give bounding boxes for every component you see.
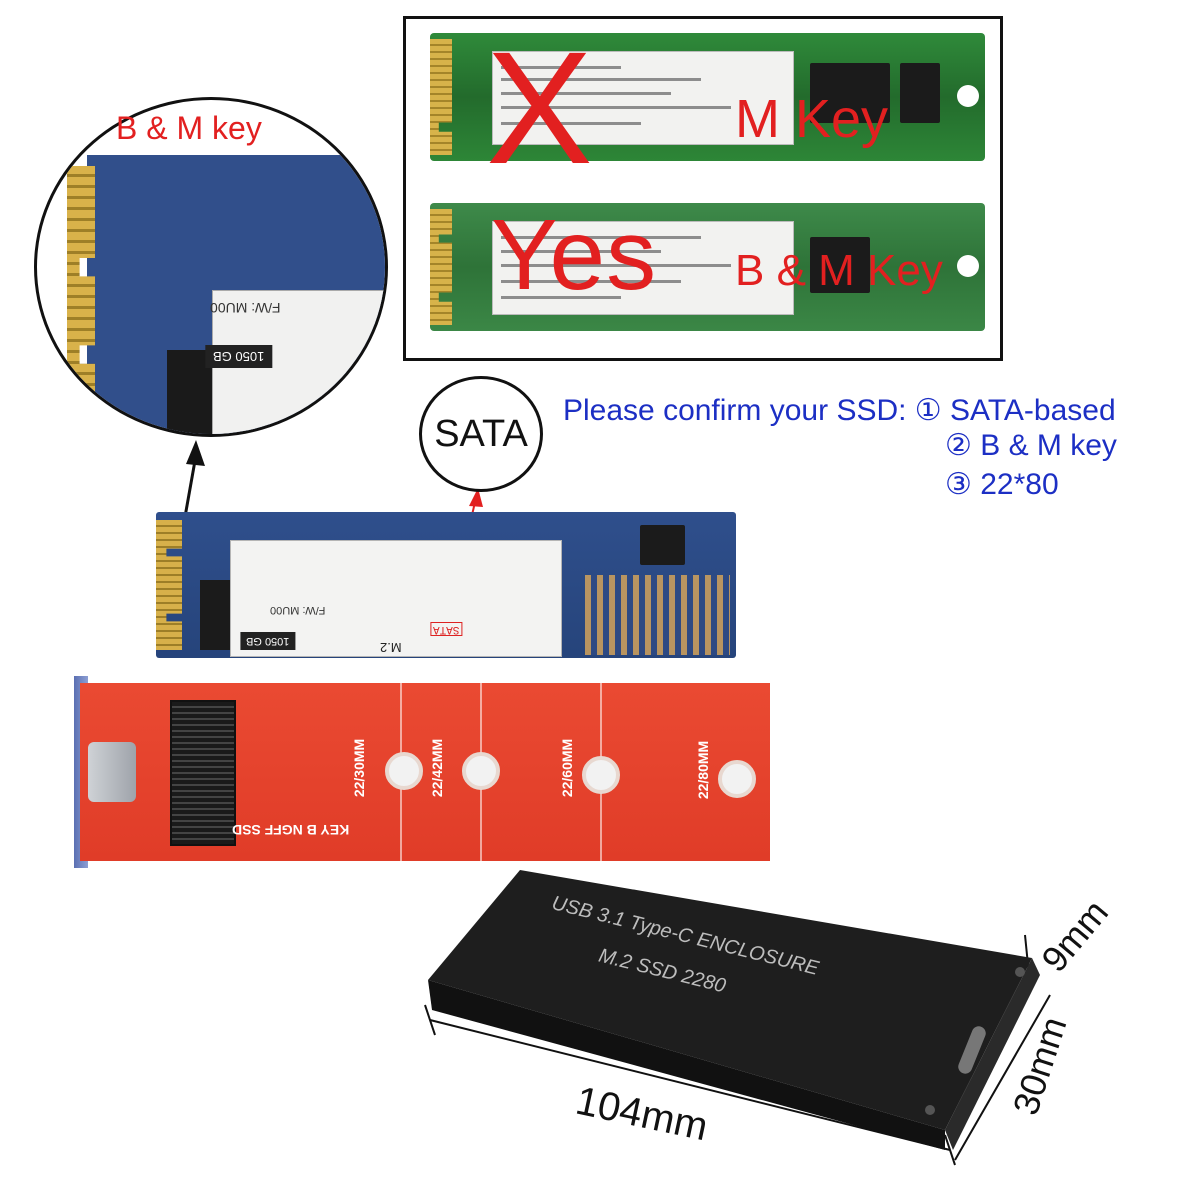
mount-hole-2230 — [385, 752, 423, 790]
m-key-label: M Key — [735, 89, 889, 149]
usb-c-port-icon — [88, 742, 136, 802]
enclosure-body — [428, 870, 1032, 1130]
usb-c-port — [958, 1026, 986, 1074]
screw-icon — [925, 1105, 935, 1115]
enclosure-side — [428, 980, 945, 1150]
confirm-line-3: ③ 22*80 — [945, 468, 1059, 501]
screw-icon — [1015, 967, 1025, 977]
mount-hole-2280 — [718, 760, 756, 798]
wrong-mark: X — [486, 18, 593, 197]
correct-mark: Yes — [491, 199, 658, 311]
bm-key-ssd-image — [430, 203, 985, 331]
confirm-line-1: Please confirm your SSD: ① SATA-based — [563, 394, 1116, 427]
zoom-arrow-head — [186, 440, 205, 466]
bm-key-label: B & M Key — [735, 246, 943, 295]
connector-zoom-circle — [34, 97, 388, 437]
dimension-line-width — [954, 994, 1051, 1161]
sata-arrow-head — [469, 488, 483, 507]
dimension-line-length — [429, 1019, 951, 1151]
m2-slot-connector — [170, 700, 236, 846]
mount-hole-2260 — [582, 756, 620, 794]
enclosure-end — [945, 958, 1040, 1150]
m2-edge-connector — [156, 520, 182, 650]
zoom-caption: B & M key — [116, 110, 262, 146]
mount-hole-2242 — [462, 752, 500, 790]
confirm-line-2: ② B & M key — [945, 429, 1117, 462]
sata-bubble: SATA — [419, 376, 543, 492]
m-key-ssd-image — [430, 33, 985, 161]
ssd-comparison-box — [403, 16, 1003, 361]
